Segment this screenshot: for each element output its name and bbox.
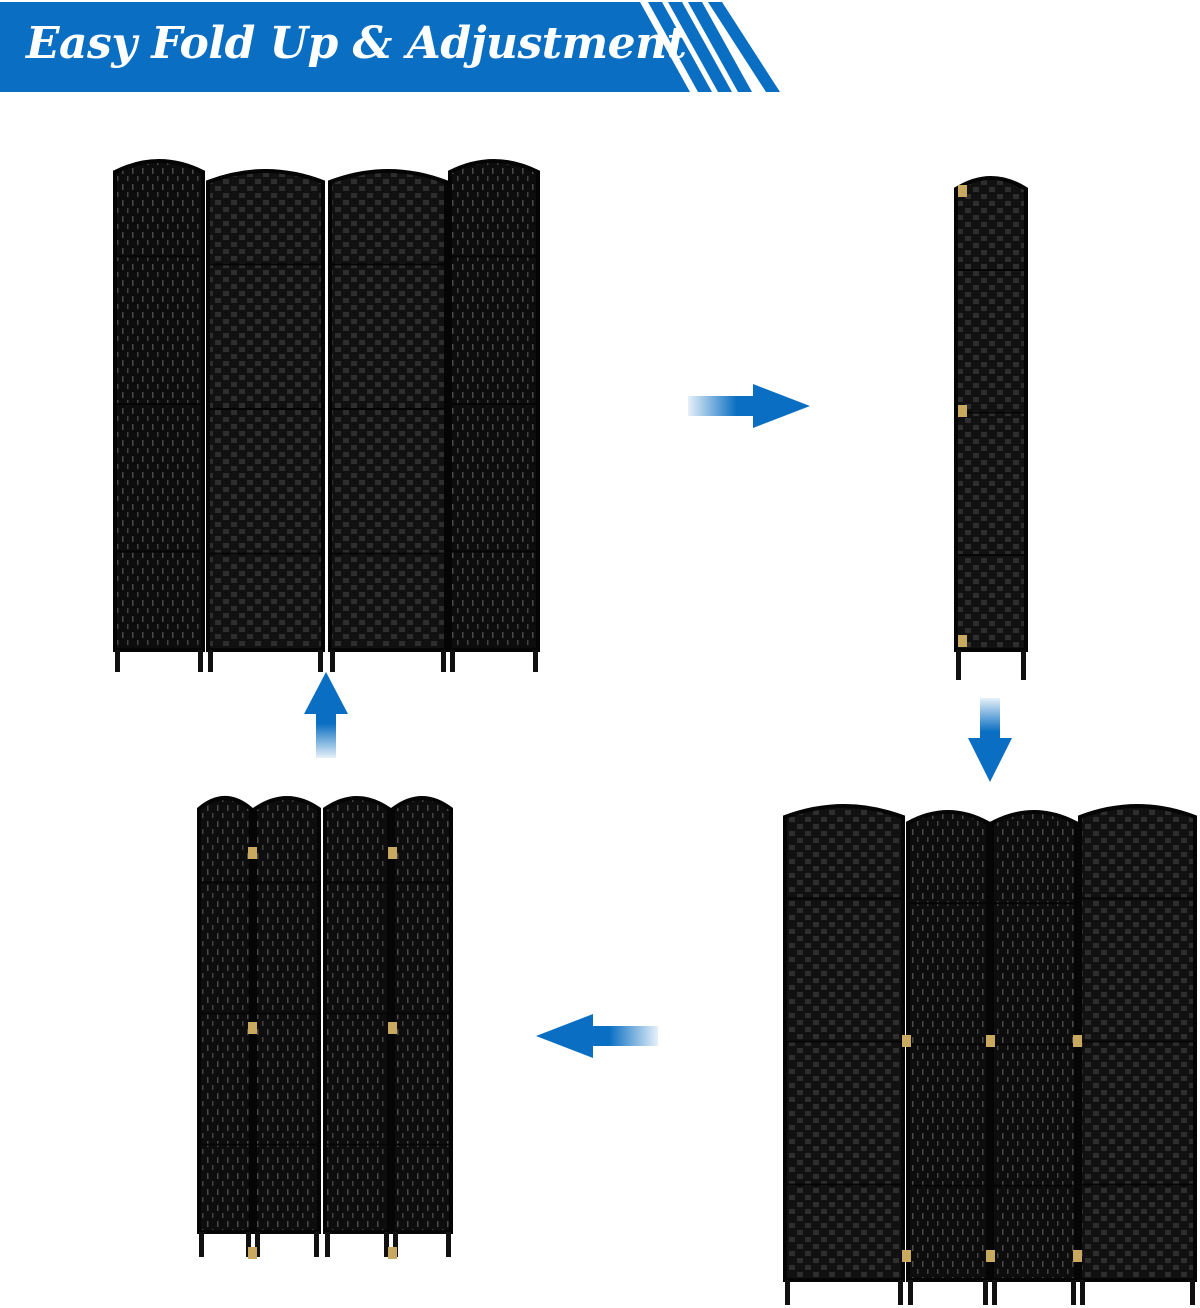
- hinge: [958, 635, 967, 647]
- screen-panel: [113, 159, 205, 672]
- banner-title: Easy Fold Up & Adjustment: [26, 18, 687, 69]
- arrow-left-icon: [536, 1014, 658, 1058]
- hinge: [388, 847, 397, 859]
- hinge: [1073, 1035, 1082, 1047]
- screen-panel: [206, 169, 325, 672]
- screen-panel: [197, 796, 253, 1257]
- screen-4-panel-flat-back: [783, 804, 1197, 1305]
- screen-panel: [1078, 804, 1197, 1305]
- screen-folded-side: [954, 176, 1028, 680]
- arrow-down-icon: [968, 698, 1012, 782]
- hinge: [902, 1035, 911, 1047]
- banner: Easy Fold Up & Adjustment: [0, 0, 800, 95]
- hinge: [1073, 1250, 1082, 1262]
- screen-panel: [328, 169, 448, 672]
- screen-panel: [990, 810, 1078, 1305]
- arrow-up-icon: [304, 672, 348, 758]
- hinge: [248, 1022, 257, 1034]
- banner-background: [0, 2, 780, 92]
- hinge: [248, 1247, 257, 1259]
- hinge: [388, 1022, 397, 1034]
- screen-panel: [954, 176, 1028, 680]
- arrow-right-icon: [688, 384, 810, 428]
- hinge: [958, 185, 967, 197]
- hinge: [986, 1250, 995, 1262]
- screen-panel: [906, 810, 990, 1305]
- screen-4-panel-flat-front: [197, 796, 453, 1259]
- screen-panel: [323, 796, 391, 1257]
- hinge: [958, 405, 967, 417]
- hinge: [986, 1035, 995, 1047]
- screen-panel: [253, 796, 321, 1257]
- screen-panel: [391, 796, 453, 1257]
- hinge: [902, 1250, 911, 1262]
- hinge: [388, 1247, 397, 1259]
- hinge: [248, 847, 257, 859]
- screen-panel: [783, 804, 905, 1305]
- screen-panel: [448, 159, 540, 672]
- screen-4-panel-open-front: [113, 159, 540, 672]
